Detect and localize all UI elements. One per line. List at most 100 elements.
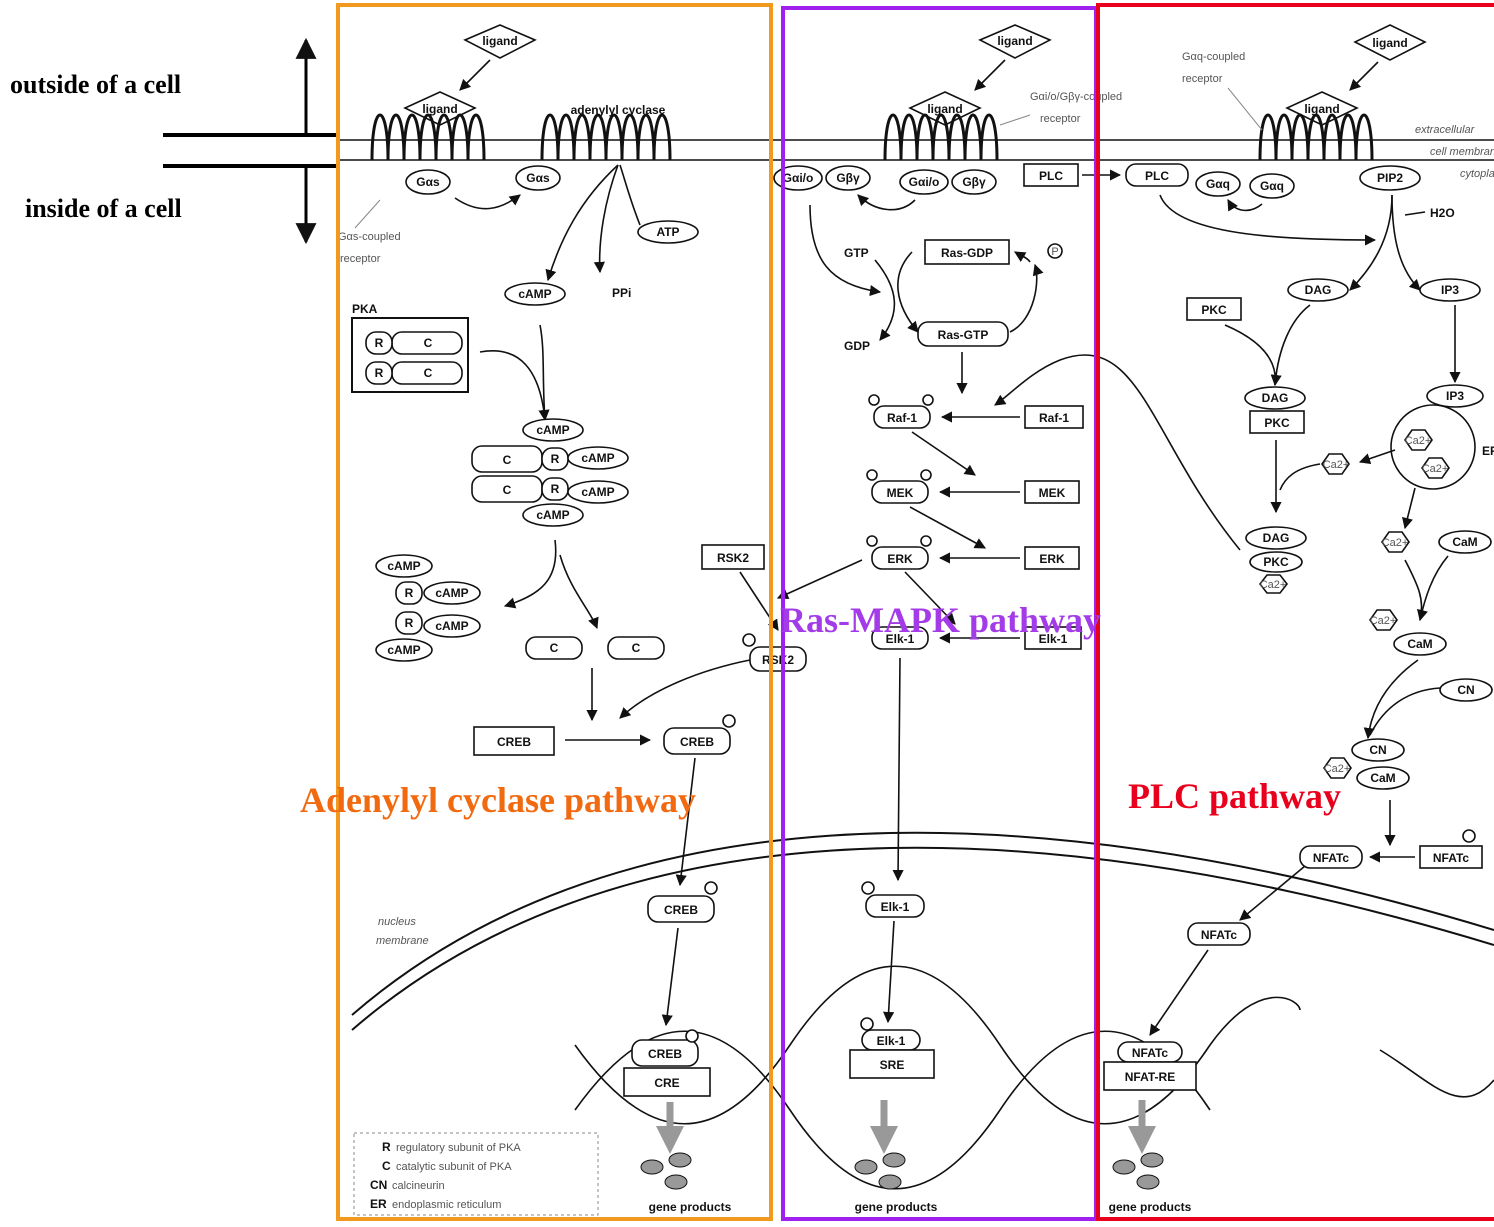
svg-text:Ca2+: Ca2+ (1422, 463, 1449, 475)
svg-text:ligand: ligand (1304, 102, 1339, 116)
h2o-label: H2O (1430, 206, 1455, 220)
svg-text:MEK: MEK (887, 486, 914, 500)
svg-text:CRE: CRE (654, 1076, 679, 1090)
plc-region (1098, 5, 1494, 1219)
svg-text:PIP2: PIP2 (1377, 171, 1403, 185)
gaq-receptor-label: Gαq-coupled (1182, 51, 1245, 63)
svg-text:CN: CN (1457, 683, 1474, 697)
svg-text:C: C (503, 483, 512, 497)
svg-text:Ca2+: Ca2+ (1323, 459, 1350, 471)
svg-text:endoplasmic reticulum: endoplasmic reticulum (392, 1199, 501, 1211)
svg-text:PKC: PKC (1264, 416, 1290, 430)
svg-text:Elk-1: Elk-1 (881, 900, 910, 914)
svg-text:P: P (1051, 246, 1058, 258)
svg-text:R: R (375, 366, 384, 380)
svg-text:CN: CN (370, 1178, 387, 1192)
svg-text:DAG: DAG (1305, 283, 1332, 297)
svg-text:Gαs: Gαs (526, 171, 550, 185)
svg-text:CREB: CREB (664, 903, 698, 917)
svg-text:ERK: ERK (1039, 552, 1065, 566)
svg-text:C: C (424, 336, 433, 350)
svg-text:Elk-1: Elk-1 (877, 1034, 906, 1048)
svg-text:R: R (405, 616, 414, 630)
svg-text:PLC: PLC (1039, 169, 1063, 183)
svg-text:C: C (424, 366, 433, 380)
svg-text:receptor: receptor (340, 253, 381, 265)
gene-products-plc: gene products (1109, 1200, 1192, 1214)
svg-text:Gαq: Gαq (1206, 177, 1230, 191)
outside-cell-label: outside of a cell (10, 70, 181, 99)
svg-text:CN: CN (1369, 743, 1386, 757)
svg-text:ligand: ligand (1372, 36, 1407, 50)
svg-text:CaM: CaM (1407, 637, 1432, 651)
nucleus-label: nucleus (378, 916, 416, 928)
gdp-label: GDP (844, 339, 870, 353)
svg-text:C: C (503, 453, 512, 467)
svg-text:C: C (632, 641, 641, 655)
svg-text:receptor: receptor (1040, 113, 1081, 125)
svg-text:cell membrane: cell membrane (1430, 146, 1494, 158)
adenylyl-cyclase-label: adenylyl cyclase (571, 103, 666, 117)
svg-text:SRE: SRE (880, 1058, 905, 1072)
svg-text:R: R (405, 586, 414, 600)
svg-text:Gβγ: Gβγ (962, 175, 986, 189)
gas-receptor-label: Gαs-coupled (338, 231, 401, 243)
svg-text:RSK2: RSK2 (762, 653, 794, 667)
svg-text:Ca2+: Ca2+ (1324, 763, 1351, 775)
gene-products-ac: gene products (649, 1200, 732, 1214)
svg-text:RSK2: RSK2 (717, 551, 749, 565)
adenylyl-cyclase-protein (542, 115, 670, 160)
svg-text:C: C (550, 641, 559, 655)
svg-text:cAMP: cAMP (435, 619, 468, 633)
svg-text:PKC: PKC (1263, 555, 1289, 569)
gene-products-ras: gene products (855, 1200, 938, 1214)
svg-text:calcineurin: calcineurin (392, 1180, 445, 1192)
inside-cell-label: inside of a cell (25, 194, 182, 223)
svg-text:NFATc: NFATc (1201, 928, 1238, 942)
svg-text:cAMP: cAMP (387, 559, 420, 573)
svg-text:Ca2+: Ca2+ (1370, 615, 1397, 627)
adenylyl-cyclase-pathway: ligand ligand adenylyl cyclase Gαs Gαs G… (338, 25, 735, 1215)
svg-text:R: R (551, 452, 560, 466)
svg-text:C: C (382, 1159, 391, 1173)
svg-text:Raf-1: Raf-1 (1039, 411, 1069, 425)
svg-text:CaM: CaM (1452, 535, 1477, 549)
svg-text:Ras-GTP: Ras-GTP (938, 328, 989, 342)
svg-text:Ca2+: Ca2+ (1260, 579, 1287, 591)
svg-text:R: R (551, 482, 560, 496)
svg-text:NFATc: NFATc (1433, 851, 1470, 865)
svg-text:receptor: receptor (1182, 73, 1223, 85)
svg-text:MEK: MEK (1039, 486, 1066, 500)
svg-text:Gαq: Gαq (1260, 179, 1284, 193)
nucleus-membrane-inner (352, 848, 1494, 1030)
svg-text:CREB: CREB (648, 1047, 682, 1061)
svg-text:NFATc: NFATc (1313, 851, 1350, 865)
svg-text:cAMP: cAMP (581, 485, 614, 499)
svg-text:NFAT-RE: NFAT-RE (1125, 1070, 1175, 1084)
svg-text:CREB: CREB (497, 735, 531, 749)
svg-text:regulatory subunit of PKA: regulatory subunit of PKA (396, 1142, 521, 1154)
svg-text:extracellular: extracellular (1415, 124, 1476, 136)
svg-text:cAMP: cAMP (536, 423, 569, 437)
svg-text:catalytic subunit of PKA: catalytic subunit of PKA (396, 1161, 512, 1173)
svg-text:IP3: IP3 (1446, 389, 1464, 403)
gtp-label: GTP (844, 246, 869, 260)
dna-strand-c (1380, 1050, 1494, 1097)
svg-text:Ca2+: Ca2+ (1405, 435, 1432, 447)
svg-text:DAG: DAG (1263, 531, 1290, 545)
gas-coupled-receptor (372, 115, 484, 160)
svg-text:Raf-1: Raf-1 (887, 411, 917, 425)
svg-text:CaM: CaM (1370, 771, 1395, 785)
pka-label: PKA (352, 302, 378, 316)
ligand-label: ligand (482, 34, 517, 48)
ras-mapk-pathway-title: Ras-MAPK pathway (780, 600, 1101, 640)
svg-text:Ras-GDP: Ras-GDP (941, 246, 993, 260)
gio-receptor-label: Gαi/o/Gβγ-coupled (1030, 91, 1122, 103)
svg-text:ATP: ATP (656, 225, 679, 239)
plc-pathway-title: PLC pathway (1128, 776, 1341, 816)
svg-text:ligand: ligand (997, 34, 1032, 48)
svg-text:Gαs: Gαs (416, 175, 440, 189)
adenylyl-cyclase-pathway-title: Adenylyl cyclase pathway (300, 780, 696, 820)
